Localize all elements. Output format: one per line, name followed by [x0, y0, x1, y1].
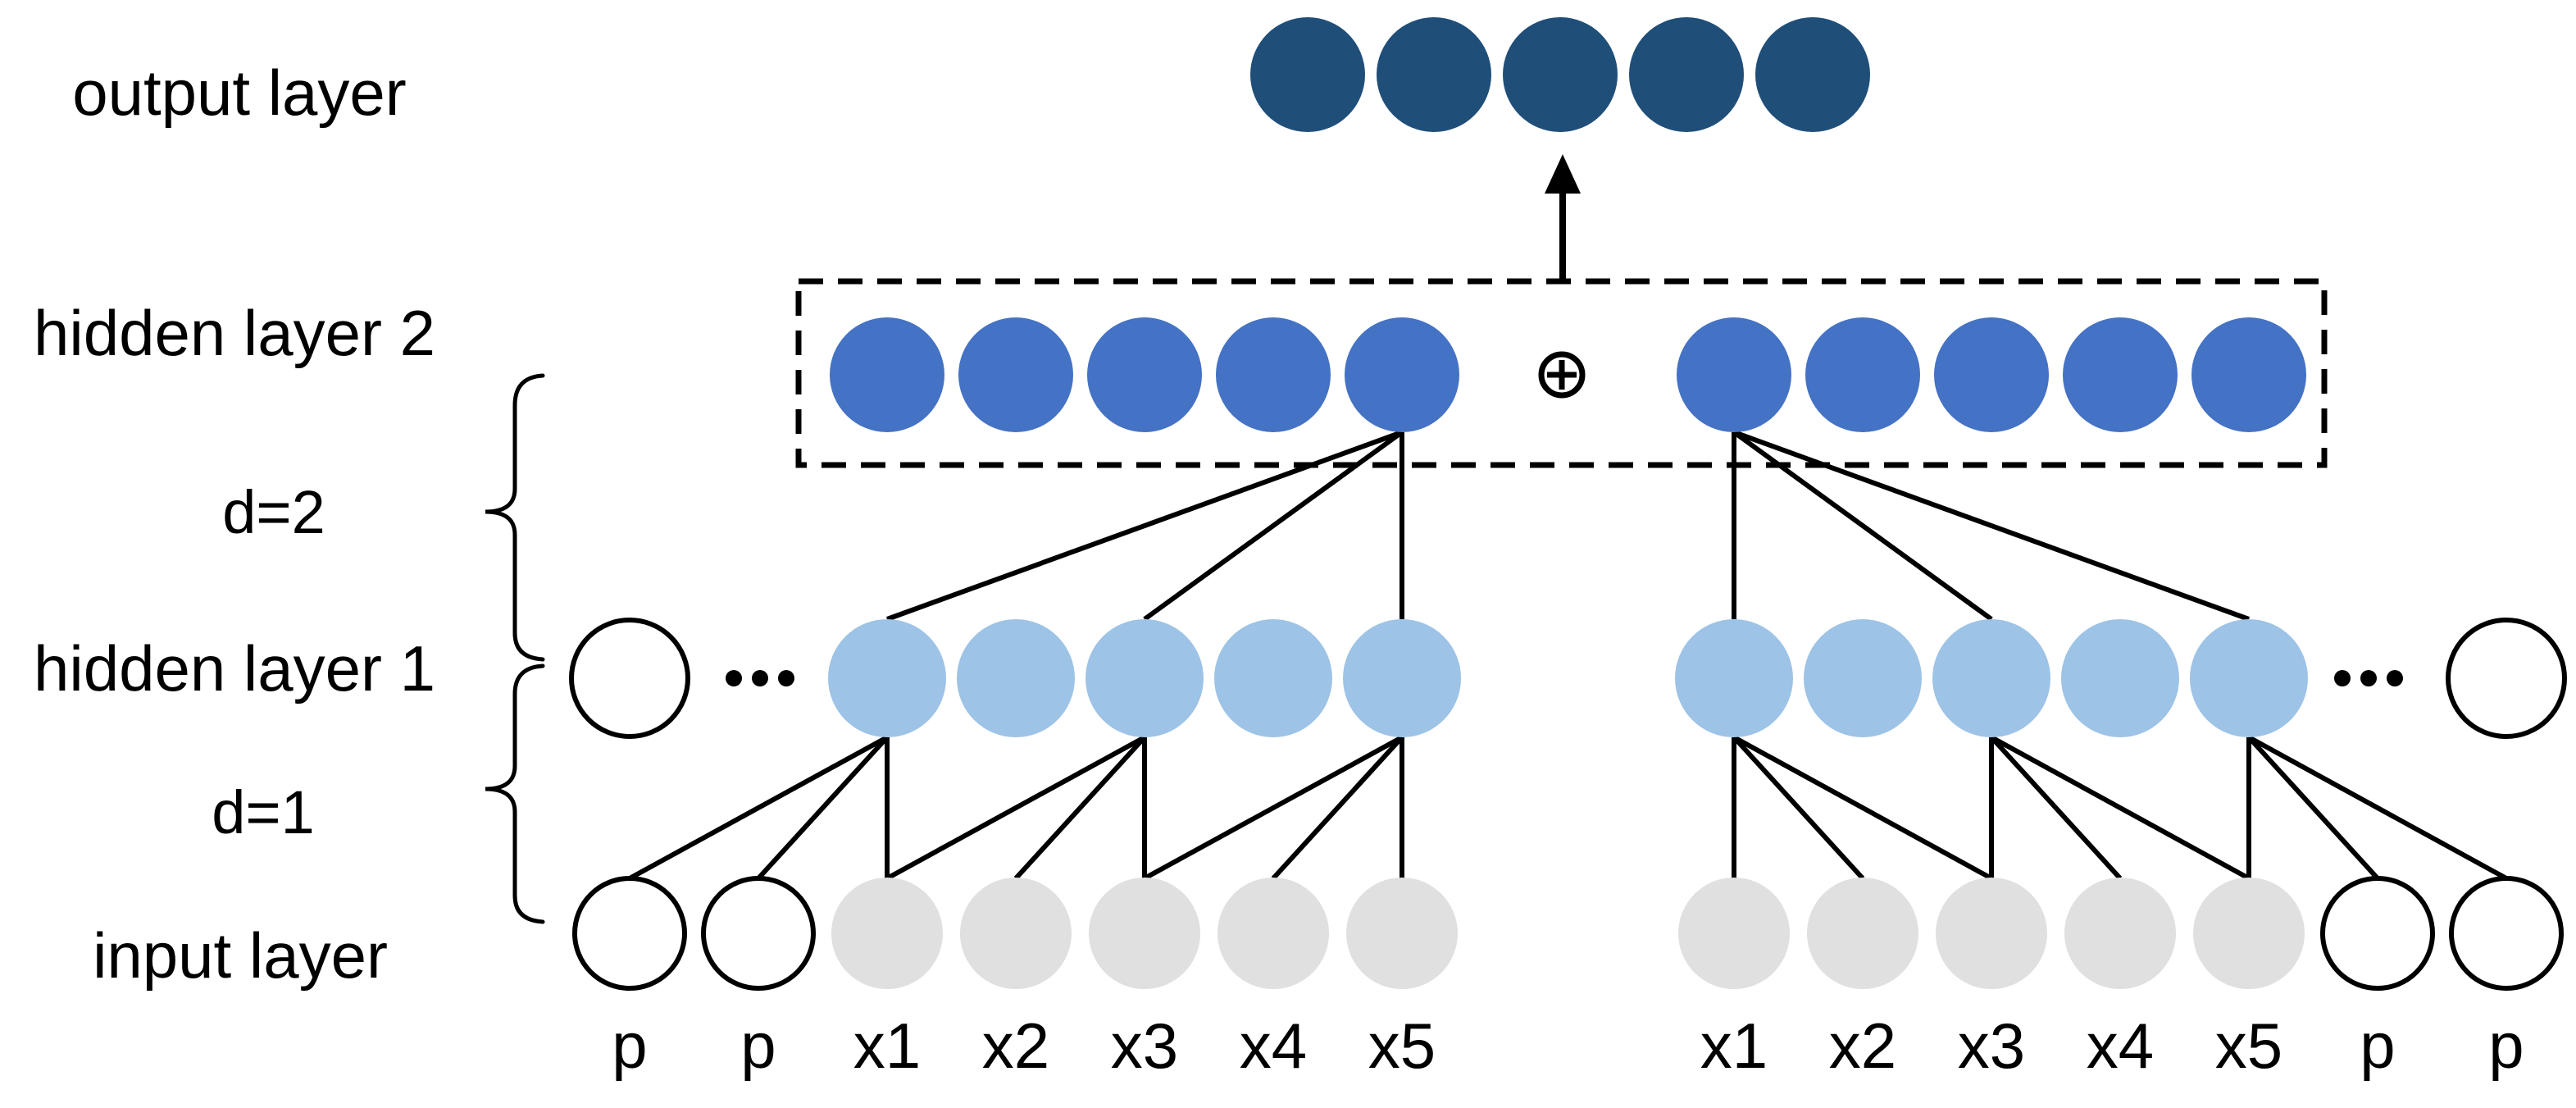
input-tick-label: x2: [1829, 1010, 1896, 1082]
connection-line-d1: [1143, 735, 1404, 881]
connection-line-d2: [1143, 430, 1404, 622]
output-node: [1250, 17, 1365, 132]
connection-line-d1: [756, 735, 890, 881]
hidden1-node: [2061, 619, 2179, 737]
output-node: [1629, 17, 1744, 132]
input-tick-label: x5: [1368, 1010, 1436, 1082]
dilation-1-label: d=1: [212, 778, 315, 846]
connection-line-d1: [1013, 735, 1147, 881]
input-tick-labels: p p x1 x2 x3 x4 x5 x1 x2 x3 x4 x5 p p: [612, 1010, 2524, 1082]
input-tick-label: p: [612, 1010, 647, 1082]
input-gray-node: [1678, 878, 1790, 989]
input-gray-node: [1936, 878, 2047, 989]
input-tick-label: x4: [1240, 1010, 1307, 1082]
input-tick-label: x4: [2087, 1010, 2154, 1082]
hidden1-white-node: [2446, 618, 2567, 739]
hidden1-layer-nodes: [569, 618, 2567, 739]
connection-line-d1: [2247, 735, 2508, 881]
hidden2-node: [1345, 317, 1459, 432]
input-tick-label: x1: [1700, 1010, 1768, 1082]
ellipsis-dot: [2334, 670, 2351, 686]
circled-plus-ring: [1538, 351, 1586, 399]
input-tick-label: p: [2360, 1010, 2395, 1082]
output-node: [1377, 17, 1491, 132]
hidden2-node: [2191, 317, 2306, 432]
dilation-2-label: d=2: [222, 478, 325, 546]
brace-d1-icon: [485, 663, 545, 924]
input-gray-node: [2064, 878, 2176, 989]
connections-layer: [628, 430, 2508, 881]
input-tick-label: x3: [1111, 1010, 1178, 1082]
input-gray-node: [1346, 878, 1458, 989]
padding-node: [572, 876, 687, 991]
brace-d2-icon: [485, 373, 545, 662]
hidden2-node: [1934, 317, 2049, 432]
hidden1-node: [2190, 619, 2308, 737]
hidden1-node: [1085, 619, 1204, 737]
hidden1-node: [1932, 619, 2050, 737]
input-tick-label: x1: [853, 1010, 921, 1082]
input-gray-node: [1217, 878, 1329, 989]
input-tick-label: p: [740, 1010, 776, 1082]
output-node: [1503, 17, 1618, 132]
hidden-layer-1-label: hidden layer 1: [34, 632, 435, 704]
ellipsis-dot: [752, 670, 768, 686]
input-tick-label: x5: [2215, 1010, 2282, 1082]
padding-node: [701, 876, 816, 991]
input-gray-node: [960, 878, 1072, 989]
connection-line-d1: [1989, 735, 2123, 881]
ellipsis-dot: [2360, 670, 2377, 686]
ellipsis-dot: [778, 670, 794, 686]
output-layer-nodes: [1250, 17, 1870, 132]
connection-line-d2: [885, 430, 1404, 622]
connection-line-d1: [1732, 735, 1993, 881]
hidden1-white-node: [569, 618, 690, 739]
hidden-layer-2-label: hidden layer 2: [34, 297, 435, 369]
input-gray-node: [2193, 878, 2305, 989]
hidden2-node: [1805, 317, 1920, 432]
input-gray-node: [1089, 878, 1200, 989]
hidden2-layer-nodes: [830, 317, 2306, 432]
connection-line-d1: [885, 735, 1146, 881]
input-gray-node: [1807, 878, 1918, 989]
hidden1-node: [1675, 619, 1793, 737]
hidden2-node: [958, 317, 1073, 432]
input-tick-label: p: [2488, 1010, 2524, 1082]
hidden2-node: [1087, 317, 1202, 432]
connection-line-d2: [1732, 430, 2251, 622]
ellipsis-dot: [2387, 670, 2403, 686]
input-tick-label: x3: [1958, 1010, 2025, 1082]
hidden2-node: [1216, 317, 1331, 432]
input-gray-node: [831, 878, 943, 989]
output-node: [1755, 17, 1870, 132]
hidden2-node: [830, 317, 944, 432]
hidden2-node: [2063, 317, 2178, 432]
ellipsis-dot: [726, 670, 742, 686]
input-tick-label: x2: [982, 1010, 1049, 1082]
padding-node: [2449, 876, 2564, 991]
layer-labels: output layer hidden layer 2 d=2 hidden l…: [34, 57, 435, 992]
hidden1-node: [1214, 619, 1332, 737]
hidden1-node: [957, 619, 1075, 737]
connection-line-d1: [1732, 735, 1865, 881]
output-layer-label: output layer: [72, 57, 407, 129]
hidden1-node: [1343, 619, 1461, 737]
connection-line-d1: [628, 735, 889, 881]
connection-line-d1: [1990, 735, 2251, 881]
circled-plus-icon: [1538, 351, 1586, 399]
connection-line-d2: [1732, 430, 1993, 622]
hidden2-node: [1677, 317, 1791, 432]
hidden1-node: [1804, 619, 1922, 737]
connection-line-d1: [2246, 735, 2380, 881]
arrow-head: [1545, 154, 1581, 194]
input-layer-nodes: [572, 876, 2564, 991]
connection-line-d1: [1271, 735, 1404, 881]
padding-node: [2320, 876, 2435, 991]
input-layer-label: input layer: [93, 919, 388, 992]
arrow-up-icon: [1545, 154, 1581, 281]
hidden1-node: [828, 619, 946, 737]
